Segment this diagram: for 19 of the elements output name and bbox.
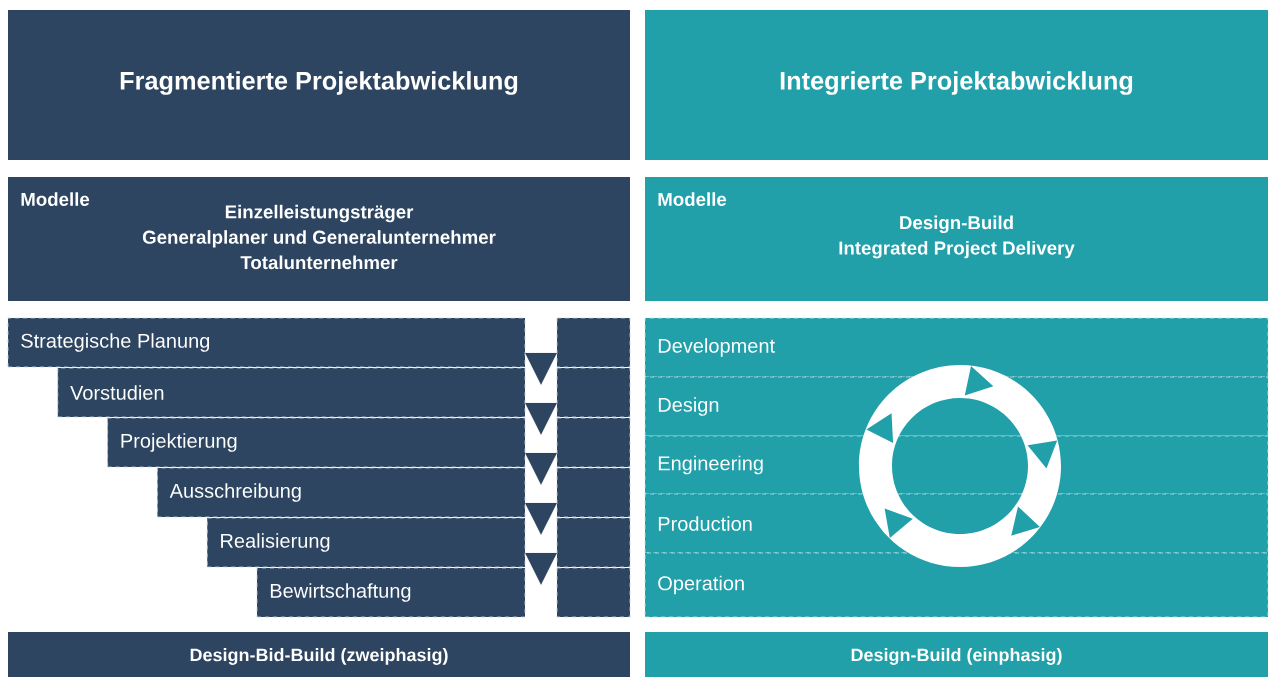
phase-bar: Realisierung (206, 517, 631, 568)
phase-bar: Ausschreibung (157, 467, 631, 518)
model-box: Modelle Einzelleistungsträger Generalplaner und Generalunternehmer Totalunternehmer (8, 177, 630, 301)
title-banner: Fragmentierte Projektabwicklung (8, 10, 630, 160)
phase-bar: Projektierung (107, 417, 631, 468)
arrow (525, 402, 557, 435)
arrow (525, 552, 557, 585)
model-box: Modelle Design-Build Integrated Project Delivery (645, 177, 1268, 301)
arrow (525, 452, 557, 485)
phase-band: Operation (644, 552, 1269, 618)
phase-bar: Strategische Planung (7, 317, 631, 368)
phase-bar: Vorstudien (57, 367, 631, 418)
phase-bar: Bewirtschaftung (256, 567, 631, 618)
arrow (525, 352, 557, 385)
phase-band: Development (644, 317, 1269, 378)
arrow (525, 502, 557, 535)
footer-bar: Design-Build (einphasig) (645, 632, 1268, 677)
footer-bar: Design-Bid-Build (zweiphasig) (8, 632, 630, 677)
title-banner: Integrierte Projektabwicklung (645, 10, 1268, 160)
